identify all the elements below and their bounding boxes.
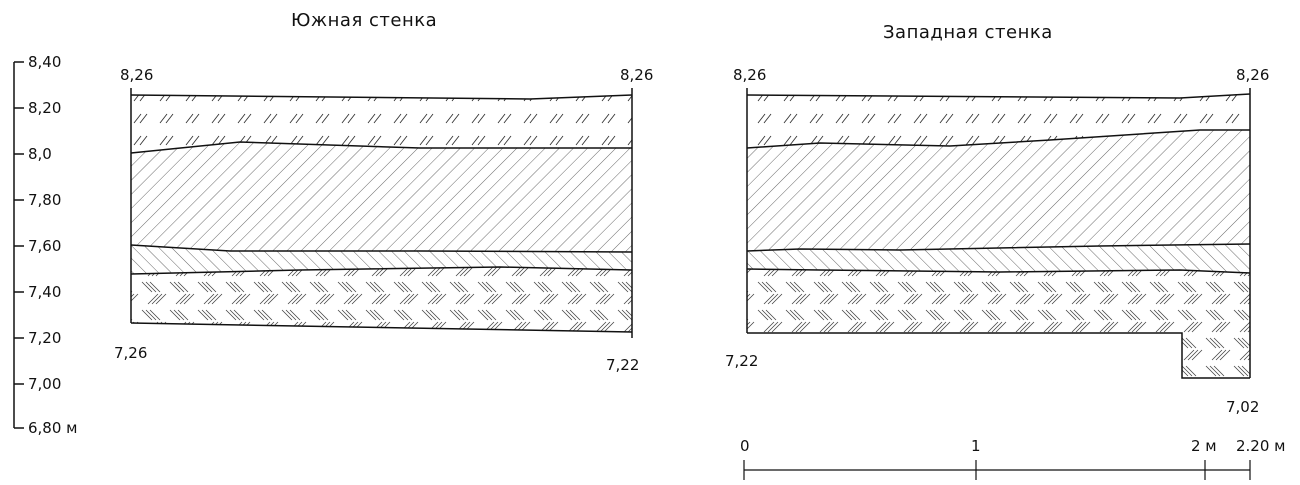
west-top-left-elevation: 8,26 (733, 66, 766, 84)
distance-tick-label: 0 (740, 437, 750, 455)
west-top-right-elevation: 8,26 (1236, 66, 1269, 84)
distance-scale: 0 1 2 м 2.20 м (740, 437, 1285, 480)
west-bottom-left-elevation: 7,22 (725, 352, 758, 370)
elevation-tick-label: 6,80 м (28, 419, 77, 437)
south-top-right-elevation: 8,26 (620, 66, 653, 84)
south-boundary-3 (130, 266, 633, 275)
south-pit-bottom (130, 322, 633, 333)
elevation-tick-label: 8,0 (28, 145, 52, 163)
south-bottom-left-elevation: 7,26 (114, 344, 147, 362)
west-boundary-1 (746, 129, 1250, 149)
west-diagonal-layer (747, 130, 1250, 251)
west-bottom-layer (747, 269, 1250, 378)
distance-tick-label: 1 (971, 437, 981, 455)
south-top-soil-layer (131, 95, 632, 153)
elevation-tick-label: 7,60 (28, 237, 61, 255)
west-wall-section: Западная стенка 8,26 8,26 7,22 7,02 (725, 22, 1269, 416)
elevation-tick-label: 7,40 (28, 283, 61, 301)
elevation-ticks (14, 61, 24, 429)
west-band-layer (747, 244, 1250, 273)
south-top-left-elevation: 8,26 (120, 66, 153, 84)
south-boundary-2 (130, 244, 633, 253)
distance-tick-label: 2 м (1191, 437, 1217, 455)
west-boundary-3 (746, 268, 1251, 274)
south-ground-surface (130, 94, 633, 100)
elevation-tick-label: 7,80 (28, 191, 61, 209)
west-pit-bottom (747, 332, 1250, 379)
west-boundary-2 (746, 243, 1251, 252)
distance-tick-label: 2.20 м (1236, 437, 1285, 455)
west-bottom-right-elevation: 7,02 (1226, 398, 1259, 416)
south-bottom-right-elevation: 7,22 (606, 356, 639, 374)
elevation-scale: 8,40 8,20 8,0 7,80 7,60 7,40 7,20 7,00 6… (13, 53, 77, 437)
elevation-tick-label: 8,40 (28, 53, 61, 71)
south-wall-title: Южная стенка (291, 10, 437, 31)
west-ground-surface (746, 93, 1251, 99)
west-wall-title: Западная стенка (883, 22, 1053, 43)
elevation-tick-label: 7,20 (28, 329, 61, 347)
south-wall-section: Южная стенка 8,26 8,26 7,26 7,22 (114, 10, 653, 374)
south-boundary-1 (130, 141, 632, 154)
south-diagonal-layer (131, 142, 632, 252)
elevation-tick-label: 7,00 (28, 375, 61, 393)
south-bottom-layer (131, 267, 632, 332)
elevation-tick-label: 8,20 (28, 99, 61, 117)
